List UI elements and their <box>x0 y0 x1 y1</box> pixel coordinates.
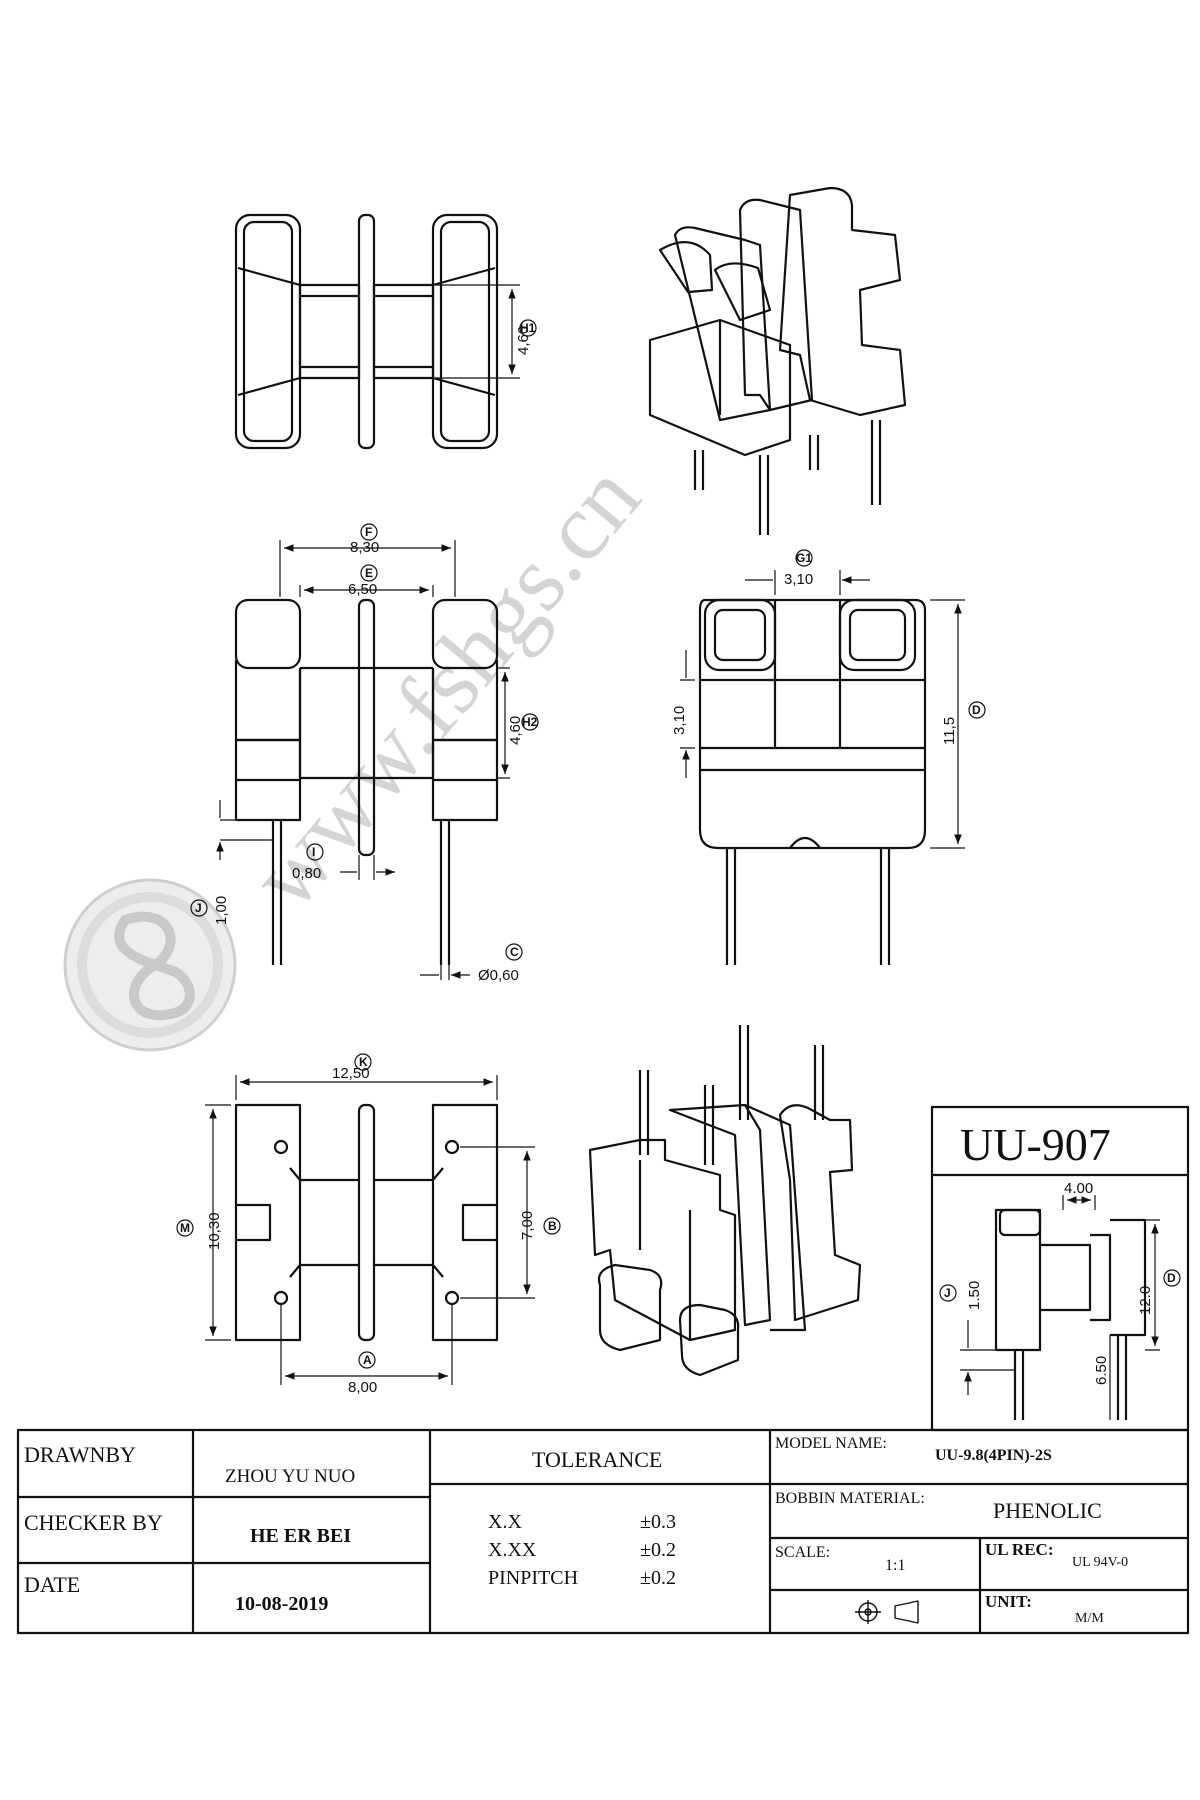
material-value: PHENOLIC <box>993 1498 1102 1523</box>
i-label: I <box>312 845 315 859</box>
model-h-dim: 6.50 <box>1093 1356 1110 1385</box>
e-label: E <box>365 566 373 580</box>
watermark: www.fshgs.cn <box>63 444 660 1052</box>
a-label: A <box>363 1353 372 1367</box>
j-label: J <box>195 901 202 915</box>
b-dim: 7,00 <box>519 1211 536 1240</box>
checker-label: CHECKER BY <box>24 1510 163 1535</box>
model-name-label: MODEL NAME: <box>775 1435 887 1452</box>
front-view <box>220 540 510 980</box>
g1-label: G1 <box>796 551 812 565</box>
d-label: D <box>972 703 981 717</box>
title-block <box>16 1428 1190 1635</box>
scale-label: SCALE: <box>775 1544 830 1561</box>
h1-dim: 4,60 <box>515 326 532 355</box>
c-label: C <box>510 945 519 959</box>
checker-value: HE ER BEI <box>250 1525 351 1547</box>
drawnby-label: DRAWNBY <box>24 1442 136 1467</box>
model-title: UU-907 <box>960 1119 1111 1170</box>
a-dim: 8,00 <box>348 1379 377 1396</box>
tol-row-2-name: X.XX <box>488 1539 537 1561</box>
d-dim: 11,5 <box>941 717 958 745</box>
f-label: F <box>365 525 372 539</box>
h1-label: H1 <box>520 321 536 335</box>
model-j-label: J <box>944 1286 951 1300</box>
symbol-icon <box>855 1600 919 1624</box>
g2-dim: 3,10 <box>671 706 688 735</box>
scale-value: 1:1 <box>885 1557 905 1574</box>
g1-dim: 3,10 <box>784 571 813 588</box>
watermark-logo <box>63 878 237 1052</box>
unit-value: M/M <box>1075 1611 1104 1626</box>
iso-view-top <box>648 186 907 535</box>
k-label: K <box>359 1055 368 1069</box>
model-name-value: UU-9.8(4PIN)-2S <box>935 1447 1052 1464</box>
date-label: DATE <box>24 1572 80 1597</box>
tol-row-1-value: ±0.3 <box>640 1511 676 1533</box>
tolerance-label: TOLERANCE <box>532 1447 662 1472</box>
ul-label: UL REC: <box>985 1540 1053 1559</box>
m-dim: 10,30 <box>206 1212 223 1250</box>
unit-label: UNIT: <box>985 1592 1032 1611</box>
m-label: M <box>180 1221 190 1235</box>
tol-row-3-name: PINPITCH <box>488 1567 578 1589</box>
model-box <box>930 1105 1190 1432</box>
k-dim: 12,50 <box>332 1065 370 1082</box>
tol-row-3-value: ±0.2 <box>640 1567 676 1589</box>
f-dim: 8,30 <box>350 539 379 556</box>
b-label: B <box>548 1219 557 1233</box>
watermark-text: www.fshgs.cn <box>229 444 660 929</box>
model-d-dim: 12.0 <box>1137 1286 1154 1315</box>
h2-dim: 4,60 <box>507 716 524 745</box>
model-d-label: D <box>1167 1271 1176 1285</box>
date-value: 10-08-2019 <box>235 1593 328 1615</box>
model-width-dim: 4.00 <box>1064 1180 1093 1197</box>
ul-value: UL 94V-0 <box>1072 1555 1128 1570</box>
top-view <box>234 213 520 450</box>
material-label: BOBBIN MATERIAL: <box>775 1490 925 1507</box>
tol-row-2-value: ±0.2 <box>640 1539 676 1561</box>
h2-label: H2 <box>522 715 538 729</box>
model-j-dim: 1.50 <box>966 1281 983 1310</box>
iso-view-bottom <box>588 1025 862 1377</box>
j-dim: 1,00 <box>213 896 230 925</box>
bottom-view <box>205 1075 535 1385</box>
drawnby-value: ZHOU YU NUO <box>225 1466 355 1487</box>
c-dim: Ø0,60 <box>478 967 519 984</box>
side-view <box>680 570 965 965</box>
i-dim: 0,80 <box>292 865 321 882</box>
e-dim: 6,50 <box>348 581 377 598</box>
tol-row-1-name: X.X <box>488 1511 522 1533</box>
